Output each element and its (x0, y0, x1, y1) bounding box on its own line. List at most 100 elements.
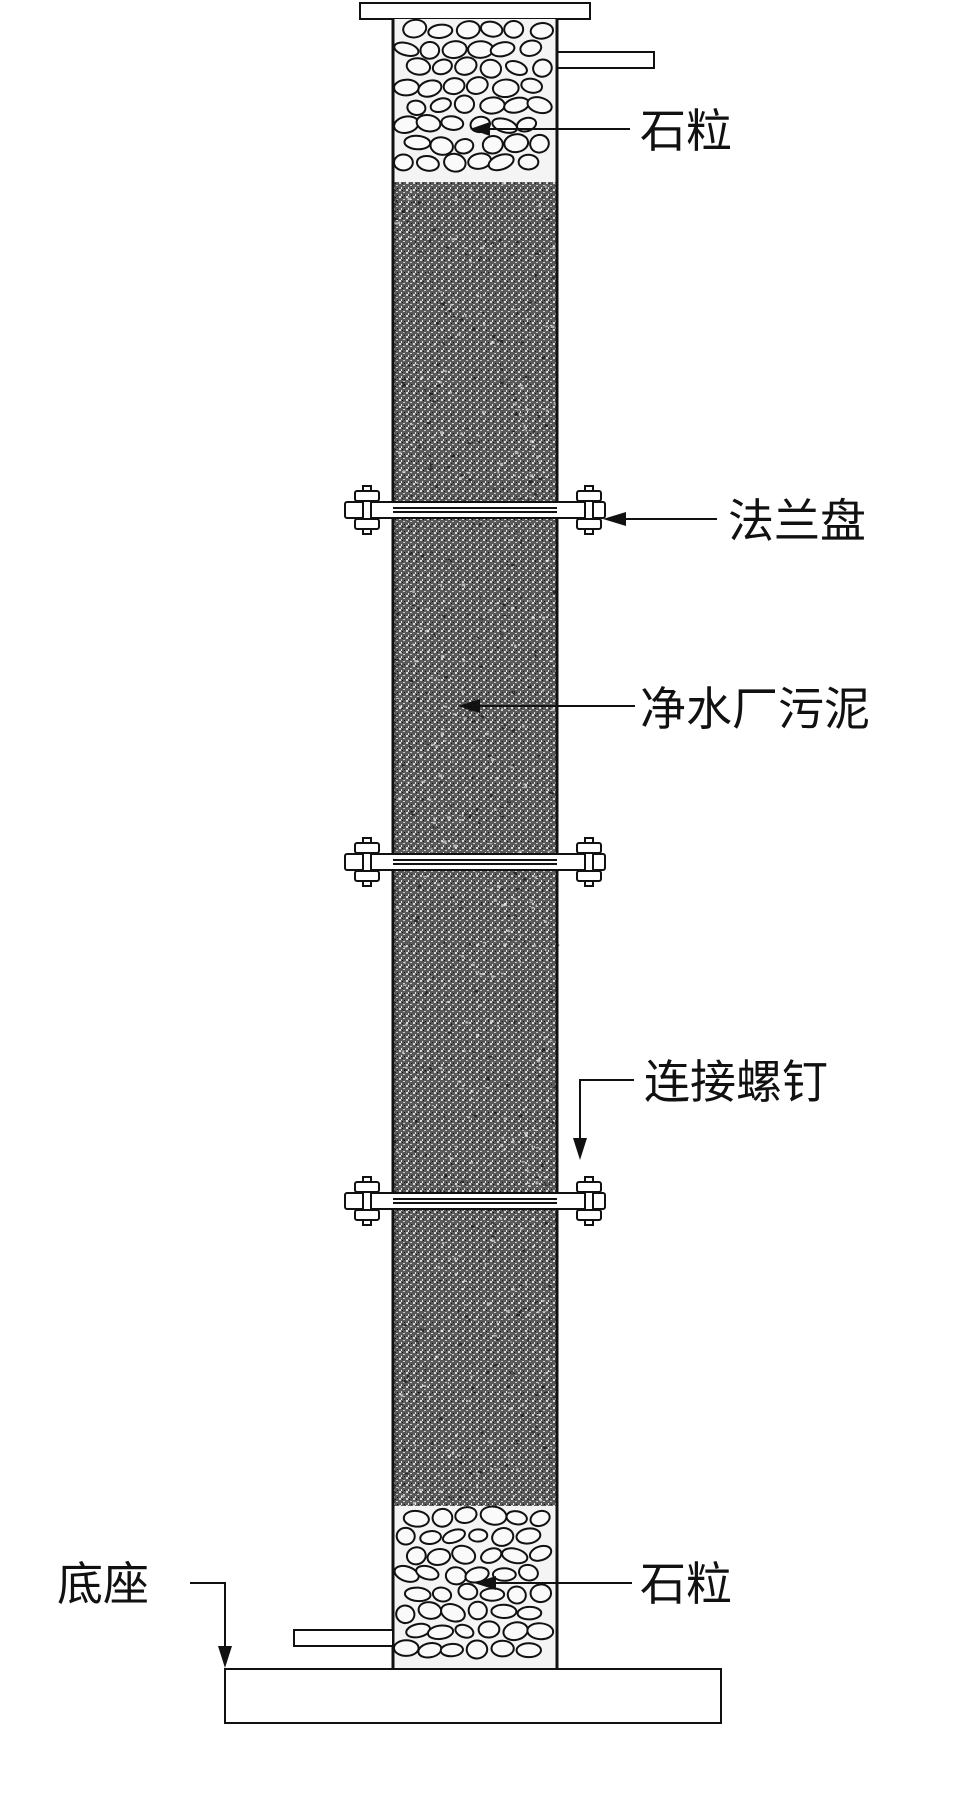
sludge-speck (432, 1483, 434, 1485)
sludge-speck (452, 309, 455, 312)
gravel-stone (532, 58, 553, 78)
sludge-speck (461, 955, 465, 958)
sludge-speck (544, 1221, 548, 1225)
sludge-speck (550, 991, 553, 994)
sludge-speck (471, 720, 476, 723)
sludge-speck (470, 1089, 474, 1093)
sludge-speck (400, 1393, 404, 1397)
sludge-speck (517, 497, 521, 500)
sludge-speck (448, 1261, 450, 1264)
sludge-speck (485, 766, 489, 770)
sludge-speck (414, 919, 419, 923)
sludge-speck (396, 539, 398, 541)
sludge-speck (549, 267, 553, 269)
sludge-speck (526, 1182, 530, 1184)
sludge-speck (499, 1115, 501, 1118)
sludge-speck (461, 686, 464, 689)
sludge-speck (475, 872, 477, 875)
sludge-speck (418, 444, 421, 447)
sludge-speck (446, 816, 451, 819)
sludge-speck (438, 774, 443, 778)
sludge-speck (436, 384, 441, 387)
sludge-speck (434, 1258, 438, 1261)
gravel-stone (465, 76, 489, 95)
top-gravel-stones (393, 18, 554, 173)
sludge-speck (424, 992, 428, 995)
sludge-speck (429, 951, 431, 954)
sludge-speck (549, 540, 551, 542)
sludge-speck (447, 1454, 451, 1458)
sludge-speck (522, 877, 527, 881)
sludge-speck (512, 914, 517, 916)
sludge-speck (431, 1104, 434, 1106)
gravel-stone (479, 1587, 506, 1602)
sludge-speck (456, 835, 459, 837)
sludge-speck (527, 686, 532, 688)
sludge-speck (427, 978, 432, 981)
sludge-speck (491, 242, 494, 245)
sludge-speck (515, 241, 520, 244)
sludge-speck (448, 264, 452, 266)
sludge-speck (401, 1050, 405, 1054)
sludge-speck (476, 627, 479, 630)
sludge-speck (491, 1239, 495, 1243)
sludge-speck (439, 968, 442, 970)
sludge-speck (413, 455, 416, 458)
sludge-speck (447, 466, 451, 469)
sludge-speck (448, 391, 453, 394)
sludge-speck (479, 972, 484, 976)
sludge-speck (520, 1141, 523, 1144)
gravel-stone (415, 113, 442, 133)
gravel-stone (440, 115, 465, 131)
sludge-speck (486, 663, 488, 665)
sludge-speck (525, 476, 528, 480)
sludge-speck (543, 1283, 545, 1286)
sludge-speck (428, 1067, 433, 1070)
sludge-speck (497, 1024, 500, 1028)
sludge-speck (465, 1399, 469, 1403)
sludge-speck (449, 935, 452, 937)
sludge-speck (426, 1365, 428, 1367)
sludge-speck (549, 988, 552, 991)
sludge-speck (445, 1449, 450, 1452)
gravel-stone (453, 94, 476, 114)
gravel-stone (454, 56, 478, 76)
sludge-speck (465, 786, 467, 789)
sludge-speck (496, 1338, 500, 1341)
sludge-speck (397, 1151, 400, 1154)
sludge-speck (536, 876, 539, 878)
sludge-layer (393, 180, 557, 1508)
sludge-speck (443, 467, 446, 469)
sludge-speck (456, 497, 459, 500)
sludge-speck (547, 1370, 551, 1372)
sludge-speck (401, 381, 405, 384)
sludge-speck (532, 767, 535, 771)
sludge-speck (395, 835, 397, 838)
sludge-speck (504, 378, 507, 380)
sludge-speck (478, 312, 482, 315)
sludge-speck (541, 1299, 545, 1303)
sludge-speck (413, 208, 417, 211)
sludge-speck (468, 1318, 471, 1322)
sludge-speck (551, 1258, 555, 1261)
gravel-stone (441, 1528, 466, 1545)
sludge-speck (461, 583, 466, 587)
sludge-speck (508, 938, 513, 941)
sludge-speck (488, 1249, 491, 1252)
arrow-bolt (573, 1138, 587, 1160)
sludge-speck (499, 462, 504, 466)
sludge-speck (532, 445, 536, 447)
sludge-speck (514, 605, 517, 609)
label-flange: 法兰盘 (728, 494, 866, 548)
leader-bolt (579, 1079, 634, 1140)
gravel-stone (518, 1563, 539, 1582)
sludge-speck (477, 434, 481, 437)
sludge-speck (529, 495, 532, 498)
sludge-speck (450, 336, 453, 339)
sludge-speck (536, 1175, 539, 1179)
sludge-speck (526, 1332, 528, 1335)
sludge-speck (547, 850, 551, 853)
sludge-speck (451, 454, 456, 458)
sludge-speck (533, 493, 538, 496)
sludge-speck (521, 488, 523, 491)
